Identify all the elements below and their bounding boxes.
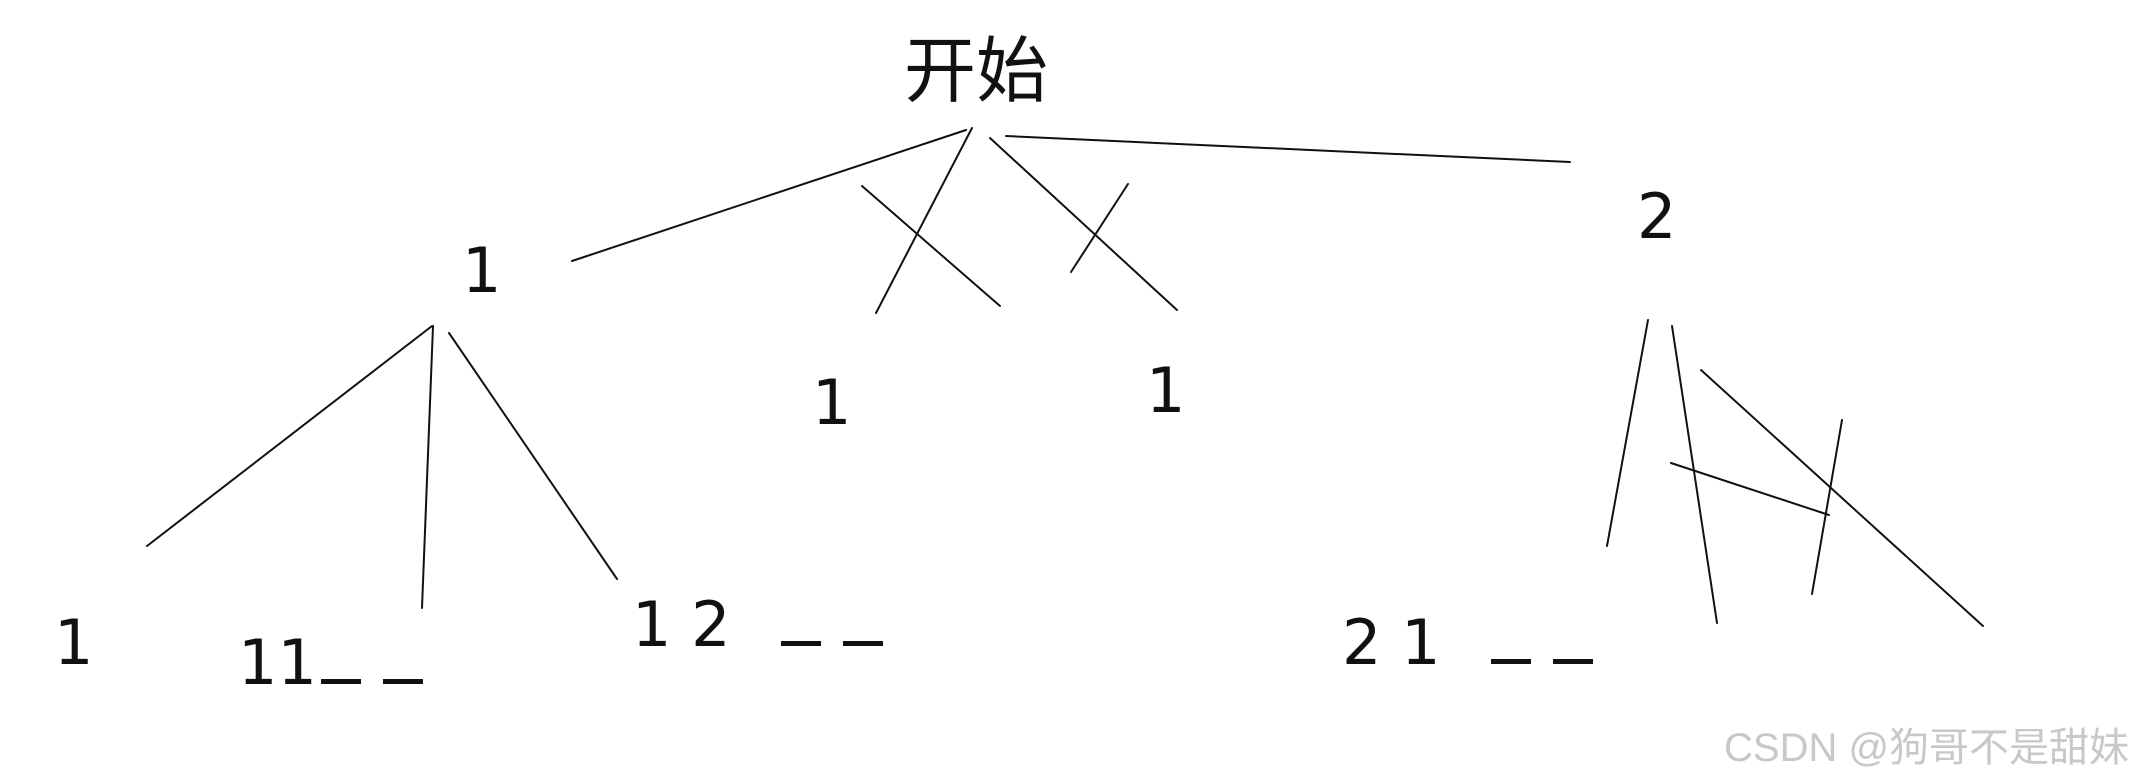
root-node-label: 开始 <box>904 29 1049 113</box>
leaf-d: 2 1 <box>1342 612 1615 674</box>
blank-slot <box>320 679 361 684</box>
blank-slot <box>842 641 883 646</box>
cross-mark-2-vert <box>1811 419 1843 595</box>
crossed-node-left-label: 1 <box>812 366 852 439</box>
cross-mark-2-diag <box>1670 462 1830 516</box>
edge-2-to-leaf-d <box>1606 319 1649 547</box>
leaf-a-label: 1 <box>54 606 94 679</box>
edge-1-to-leaf-b <box>421 325 434 609</box>
crossed-node-right-label: 1 <box>1146 354 1186 427</box>
edge-2-pruned-middle <box>1671 325 1718 624</box>
leaf-c: 1 2 <box>632 594 905 656</box>
edge-root-to-2 <box>1005 135 1571 163</box>
leaf-c-prefix: 1 2 <box>632 588 731 661</box>
cross-mark-left <box>861 185 1001 307</box>
edge-1-to-leaf-a <box>146 325 433 547</box>
edge-root-to-crossed-left <box>875 127 973 314</box>
node-2-label: 2 <box>1637 180 1677 253</box>
leaf-d-prefix: 2 1 <box>1342 606 1441 679</box>
watermark: CSDN @狗哥不是甜妹 <box>1724 726 2130 770</box>
edge-root-to-1 <box>571 129 967 262</box>
edge-2-pruned-right <box>1700 369 1984 627</box>
edge-1-to-leaf-c <box>448 332 618 580</box>
leaf-b-prefix: 11 <box>238 626 317 699</box>
leaf-b: 11 <box>238 632 445 694</box>
cross-mark-right <box>1070 183 1129 273</box>
blank-slot <box>1552 659 1593 664</box>
blank-slot <box>382 679 423 684</box>
edge-root-to-crossed-right <box>989 137 1178 311</box>
blank-slot <box>780 641 821 646</box>
blank-slot <box>1490 659 1531 664</box>
node-1-label: 1 <box>462 234 502 307</box>
